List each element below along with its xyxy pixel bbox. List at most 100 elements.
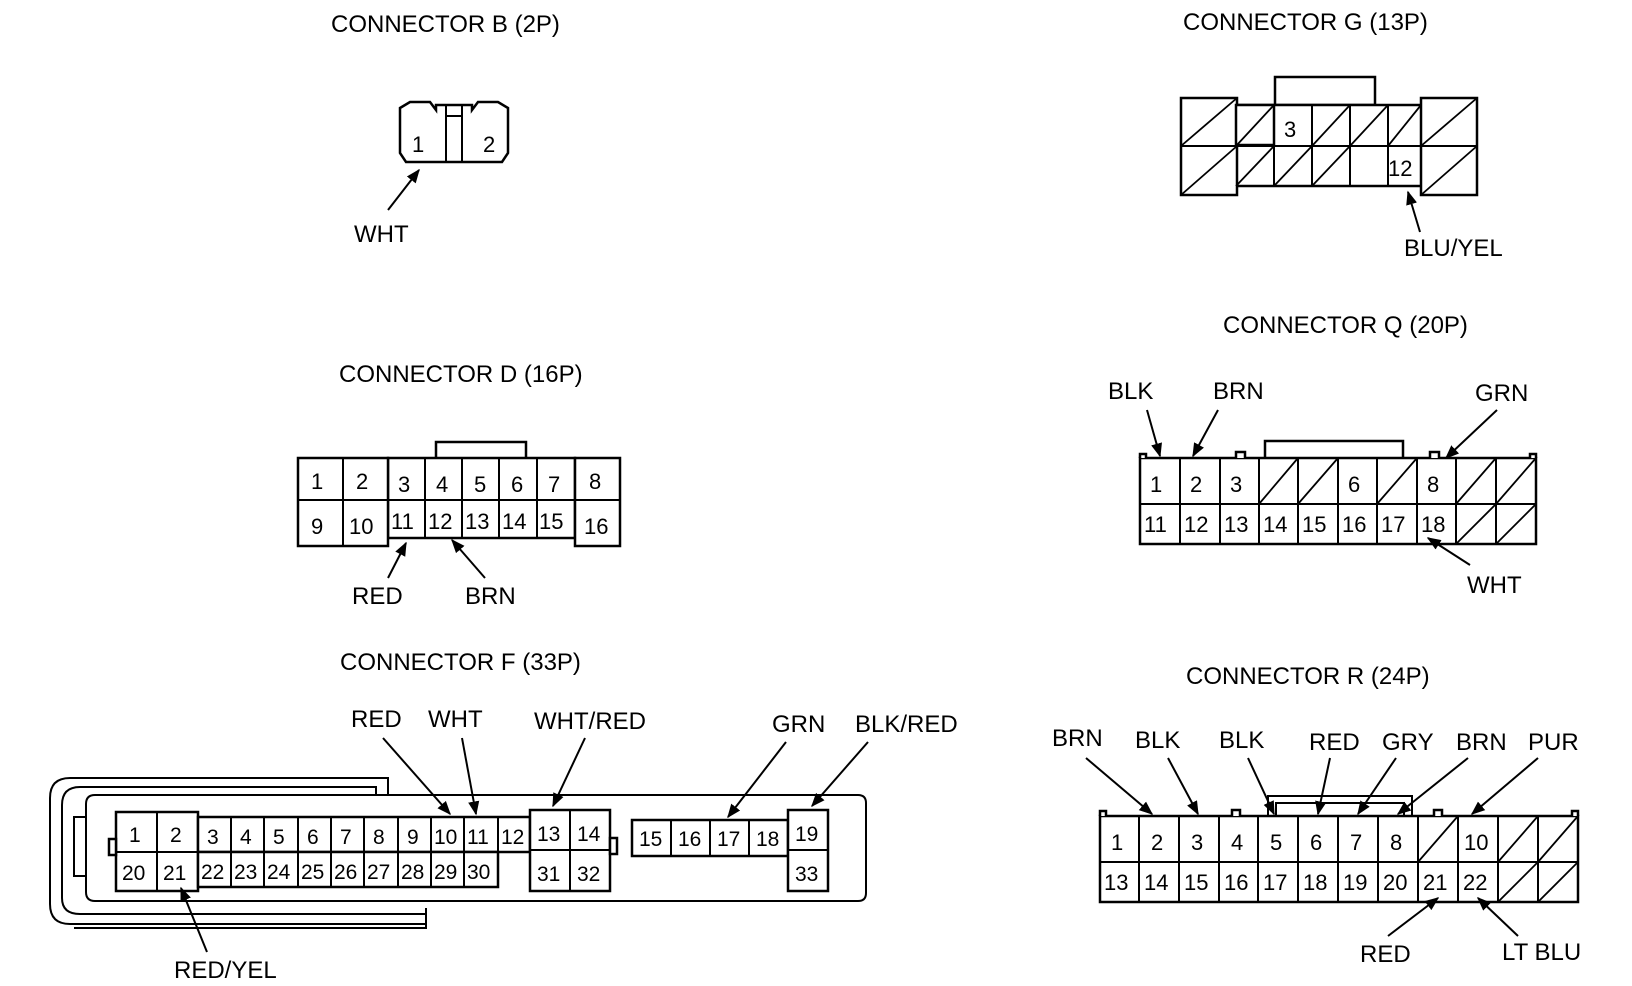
- connector-d-wire-brn: BRN: [465, 583, 516, 610]
- connector-q-pin-3: 3: [1230, 472, 1242, 497]
- connector-f-wire-red: RED: [351, 706, 402, 733]
- connector-f-wire-grn: GRN: [772, 711, 825, 738]
- connector-q: CONNECTOR Q (20P) 1 2 3 6 8 11 12 13 14: [1108, 312, 1538, 599]
- connector-r-pin-8: 8: [1390, 830, 1402, 855]
- connector-b: CONNECTOR B (2P) 1 2 WHT: [331, 11, 560, 248]
- connector-q-pin-12: 12: [1184, 512, 1208, 537]
- connector-r-pin-14: 14: [1144, 870, 1168, 895]
- connector-d-pin-9: 9: [311, 514, 323, 539]
- connector-r-wire-blk-1: BLK: [1135, 727, 1180, 754]
- connector-f-pin-31: 31: [537, 863, 560, 886]
- connector-d-title: CONNECTOR D (16P): [339, 361, 583, 388]
- connector-b-wire-wht: WHT: [354, 221, 409, 248]
- connector-q-pin-18: 18: [1421, 512, 1445, 537]
- connector-r-wire-brn-1: BRN: [1052, 725, 1103, 752]
- connector-r-pin-20: 20: [1383, 870, 1407, 895]
- connector-r-pin-16: 16: [1224, 870, 1248, 895]
- connector-f-pin-26: 26: [334, 861, 357, 884]
- connector-r-pin-21: 21: [1423, 870, 1447, 895]
- connector-d-wire-red: RED: [352, 583, 403, 610]
- connector-f-pin-9: 9: [407, 826, 419, 849]
- connector-r-pin-22: 22: [1463, 870, 1487, 895]
- connector-g-wire-blu-yel: BLU/YEL: [1404, 235, 1503, 262]
- connector-d-pin-14: 14: [502, 509, 526, 534]
- connector-f-pin-7: 7: [340, 826, 352, 849]
- connector-f-pin-15: 15: [639, 828, 662, 851]
- connector-f-pin-22: 22: [201, 861, 224, 884]
- connector-f-pin-14: 14: [577, 823, 601, 846]
- connector-f-pin-1: 1: [129, 824, 141, 847]
- connector-q-pin-16: 16: [1342, 512, 1366, 537]
- connector-q-pin-2: 2: [1190, 472, 1202, 497]
- connector-r-pin-4: 4: [1231, 830, 1243, 855]
- connector-f-pin-32: 32: [577, 863, 600, 886]
- connector-r-pin-19: 19: [1343, 870, 1367, 895]
- connector-q-wire-brn: BRN: [1213, 378, 1264, 405]
- connector-b-pin-2: 2: [483, 132, 495, 157]
- connector-r-wire-red-1: RED: [1309, 729, 1360, 756]
- connector-f-pin-20: 20: [122, 862, 145, 885]
- connector-r-pin-2: 2: [1151, 830, 1163, 855]
- connector-d-pin-12: 12: [428, 509, 452, 534]
- connector-q-title: CONNECTOR Q (20P): [1223, 312, 1468, 339]
- connector-r-title: CONNECTOR R (24P): [1186, 663, 1430, 690]
- connector-g: CONNECTOR G (13P) 3 12 BLU/YEL: [1179, 9, 1503, 262]
- connector-f-pin-33: 33: [795, 863, 818, 886]
- connector-r-pin-1: 1: [1111, 830, 1123, 855]
- connector-d-pin-13: 13: [465, 509, 489, 534]
- connector-q-pin-8: 8: [1427, 472, 1439, 497]
- connector-d-pin-7: 7: [548, 472, 560, 497]
- connector-f-wire-wht-red: WHT/RED: [534, 708, 646, 735]
- connector-f-pin-25: 25: [301, 861, 324, 884]
- connector-f-pin-4: 4: [240, 826, 252, 849]
- connector-r-wire-lt-blu: LT BLU: [1502, 939, 1581, 966]
- connector-q-pin-11: 11: [1144, 512, 1167, 537]
- connector-f-wire-wht: WHT: [428, 706, 483, 733]
- connector-b-title: CONNECTOR B (2P): [331, 11, 560, 38]
- connector-f-pin-13: 13: [537, 823, 560, 846]
- connector-f-pin-24: 24: [267, 861, 291, 884]
- connector-q-pin-17: 17: [1381, 512, 1405, 537]
- connector-r-wire-red-2: RED: [1360, 941, 1411, 968]
- connector-f-wire-blk-red: BLK/RED: [855, 711, 958, 738]
- connector-f-pin-28: 28: [401, 861, 424, 884]
- connector-d-pin-11: 11: [391, 509, 414, 534]
- connector-q-wire-blk: BLK: [1108, 378, 1153, 405]
- connector-r-pin-7: 7: [1350, 830, 1362, 855]
- connector-q-pin-15: 15: [1302, 512, 1326, 537]
- connector-d-pin-6: 6: [511, 472, 523, 497]
- connector-g-pin-12: 12: [1388, 156, 1412, 181]
- connector-d-pin-1: 1: [311, 469, 323, 494]
- connector-r-pin-17: 17: [1263, 870, 1287, 895]
- connector-d-pin-4: 4: [436, 472, 448, 497]
- connector-r-pin-3: 3: [1191, 830, 1203, 855]
- connector-f-pin-5: 5: [273, 826, 285, 849]
- connector-r-wire-gry: GRY: [1382, 729, 1434, 756]
- connector-q-pin-13: 13: [1224, 512, 1248, 537]
- connector-f-pin-16: 16: [678, 828, 701, 851]
- connector-f-pin-3: 3: [207, 826, 219, 849]
- connector-d-pin-8: 8: [589, 469, 601, 494]
- connector-f-pin-10: 10: [434, 826, 457, 849]
- connector-r-wire-blk-2: BLK: [1219, 727, 1264, 754]
- connector-d-pin-10: 10: [349, 514, 373, 539]
- connector-f-pin-30: 30: [467, 861, 490, 884]
- connector-f-pin-21: 21: [163, 862, 186, 885]
- connector-f-pin-27: 27: [367, 861, 390, 884]
- connector-r-pin-18: 18: [1303, 870, 1327, 895]
- connector-q-pin-1: 1: [1150, 472, 1162, 497]
- connector-q-pin-14: 14: [1263, 512, 1287, 537]
- connector-f-pin-17: 17: [717, 828, 740, 851]
- connector-f-pin-19: 19: [795, 823, 818, 846]
- connector-f-title: CONNECTOR F (33P): [340, 649, 581, 676]
- connector-f: CONNECTOR F (33P): [49, 649, 958, 984]
- connector-r: CONNECTOR R (24P) 1 2 3 4 5 6 7 8: [1052, 663, 1581, 968]
- connector-q-pin-6: 6: [1348, 472, 1360, 497]
- connector-d-pin-5: 5: [474, 472, 486, 497]
- connector-r-wire-brn-2: BRN: [1456, 729, 1507, 756]
- connector-r-pin-5: 5: [1270, 830, 1282, 855]
- connector-r-pin-13: 13: [1104, 870, 1128, 895]
- connector-r-wire-pur: PUR: [1528, 729, 1579, 756]
- connector-g-pin-3: 3: [1284, 117, 1296, 142]
